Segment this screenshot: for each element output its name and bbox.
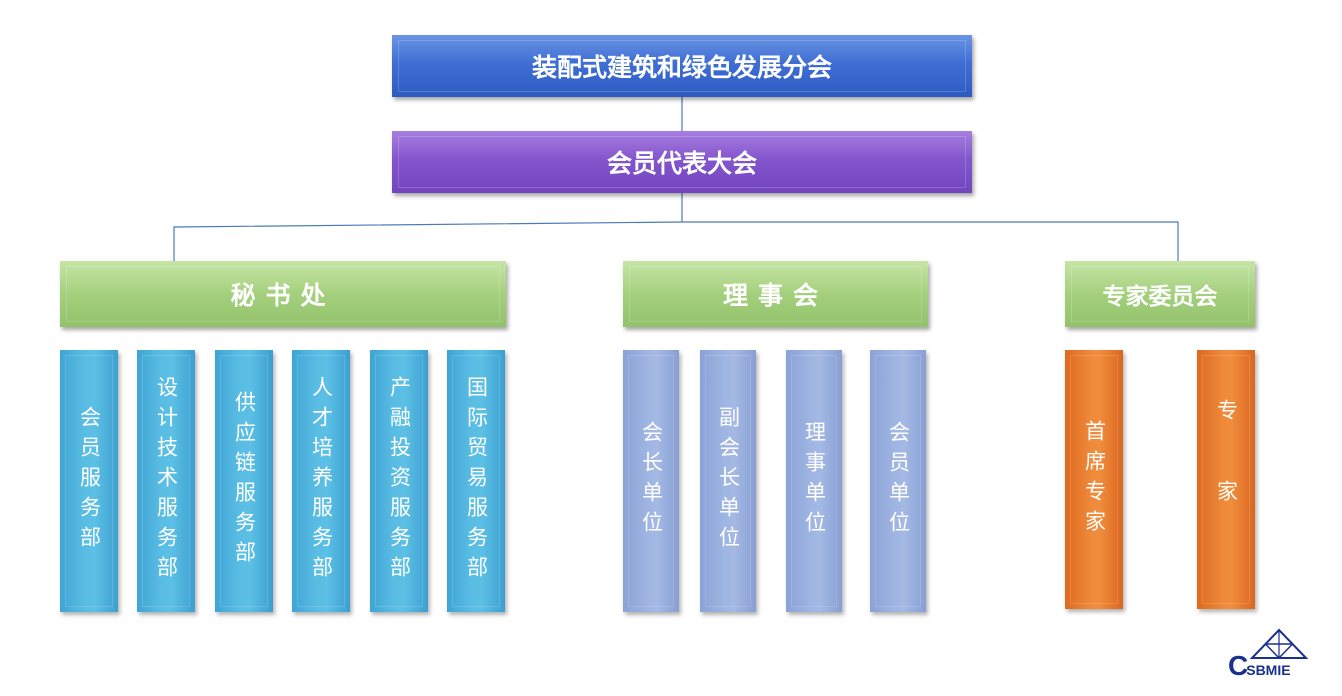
unit-label: 会员单位 (886, 421, 911, 541)
unit-member: 会员单位 (870, 350, 926, 612)
unit-director: 理事单位 (786, 350, 842, 612)
member-assembly-label: 会员代表大会 (606, 149, 757, 178)
dept-label: 会员服务部 (77, 406, 102, 556)
unit-label: 理事单位 (802, 421, 827, 541)
dept-design-tech-services: 设计技术服务部 (137, 350, 195, 612)
dept-label: 国际贸易服务部 (464, 376, 489, 586)
dept-member-services: 会员服务部 (60, 350, 118, 612)
council-box: 理事会 (623, 261, 928, 327)
expert-label: 首席专家 (1082, 419, 1107, 540)
expert-chief: 首席专家 (1065, 350, 1123, 609)
expert-committee-label: 专家委员会 (1102, 284, 1218, 310)
unit-label: 副会长单位 (716, 406, 741, 556)
dept-international-trade-services: 国际贸易服务部 (447, 350, 505, 612)
logo-rest: SBMIE (1246, 662, 1291, 678)
dept-supply-chain-services: 供应链服务部 (215, 350, 273, 612)
logo-c: C (1228, 650, 1249, 681)
expert-label: 专家 (1214, 398, 1239, 561)
secretariat-label: 秘书处 (230, 281, 336, 310)
connector-to-secretariat (173, 221, 683, 261)
dept-talent-training-services: 人才培养服务部 (292, 350, 350, 612)
dept-finance-investment-services: 产融投资服务部 (370, 350, 428, 612)
unit-president: 会长单位 (623, 350, 679, 612)
dept-label: 设计技术服务部 (154, 376, 179, 586)
csbmie-logo: CSBMIE (1228, 628, 1310, 680)
logo-wordmark: CSBMIE (1228, 652, 1291, 680)
branch-association-label: 装配式建筑和绿色发展分会 (531, 53, 832, 82)
expert-regular: 专家 (1197, 350, 1255, 609)
secretariat-box: 秘书处 (60, 261, 506, 327)
unit-vice-president: 副会长单位 (700, 350, 756, 612)
connector-to-experts (682, 221, 1179, 261)
dept-label: 供应链服务部 (232, 391, 257, 571)
council-label: 理事会 (722, 281, 828, 310)
dept-label: 产融投资服务部 (387, 376, 412, 586)
member-assembly-box: 会员代表大会 (392, 131, 972, 193)
dept-label: 人才培养服务部 (309, 376, 334, 586)
roof-lattice-icon (1250, 628, 1308, 659)
expert-committee-box: 专家委员会 (1065, 261, 1255, 327)
unit-label: 会长单位 (639, 421, 664, 541)
branch-association-box: 装配式建筑和绿色发展分会 (392, 35, 972, 97)
